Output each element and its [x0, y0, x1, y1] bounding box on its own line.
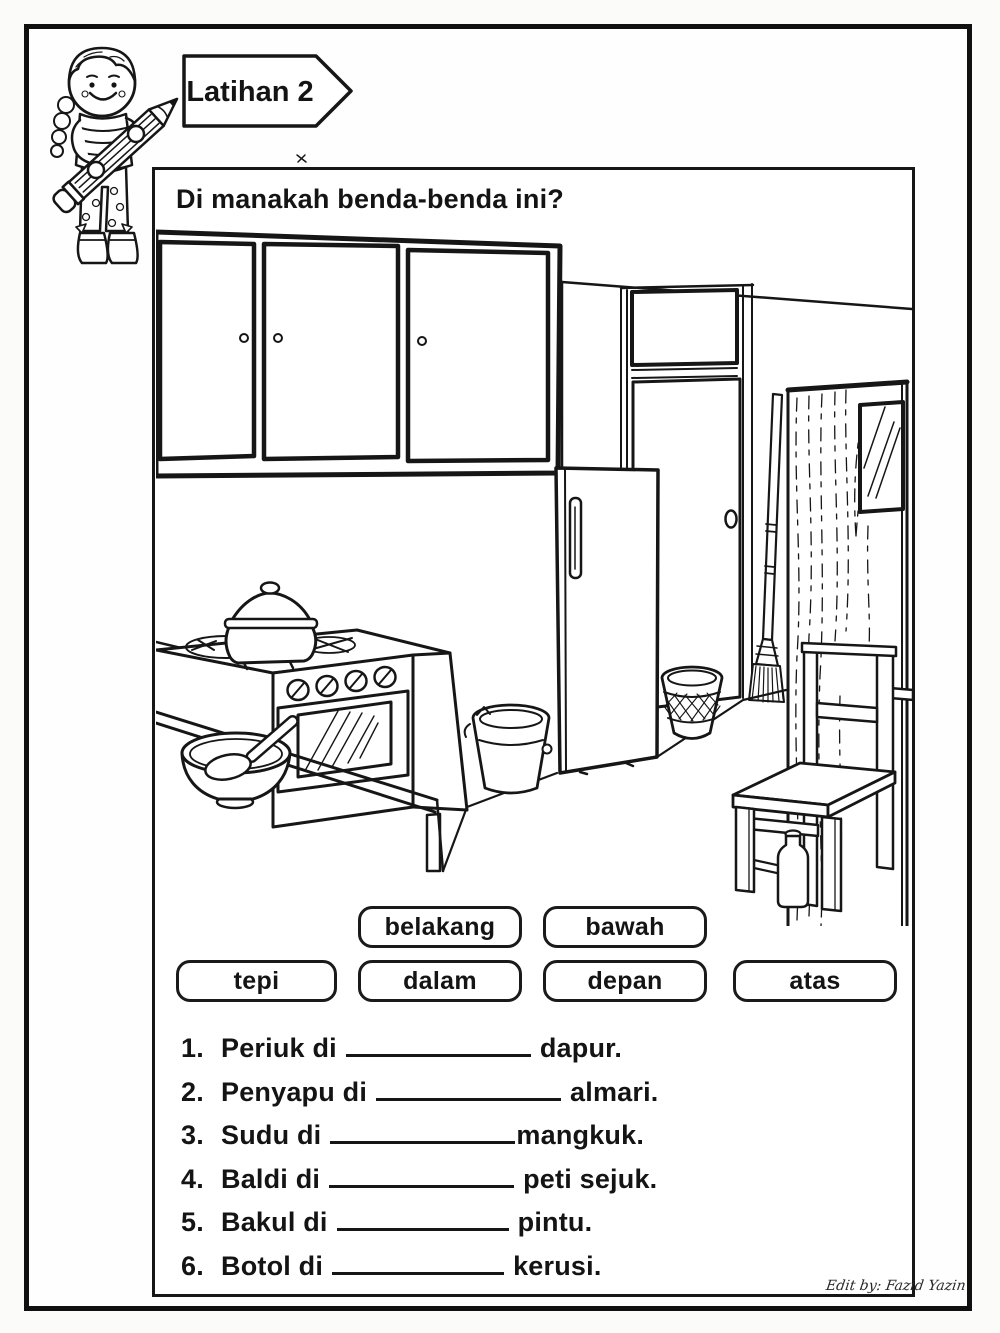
sentence-number: 6. — [181, 1250, 204, 1281]
banner-label: Latihan 2 — [186, 76, 313, 108]
bucket-drawing — [463, 703, 553, 795]
word-label: belakang — [384, 912, 496, 941]
word-label: depan — [587, 966, 663, 995]
word-label: atas — [789, 966, 841, 995]
word-card-atas[interactable]: atas — [733, 960, 897, 1002]
sentence-after: pintu. — [517, 1207, 593, 1237]
chair-drawing — [731, 641, 898, 913]
girl-braids — [50, 96, 75, 158]
sentence-after: kerusi. — [513, 1250, 602, 1281]
stove-front-drawing — [271, 651, 469, 873]
sentence-number: 2. — [181, 1076, 204, 1107]
sentence-row-1: 1. Periuk di dapur. — [181, 1030, 891, 1074]
girl-head — [67, 46, 137, 118]
sentence-list: 1. Periuk di dapur. 2. Penyapu di almari… — [181, 1030, 891, 1291]
answer-blank-5[interactable] — [336, 1204, 509, 1231]
fridge-drawing — [554, 466, 660, 776]
word-label: tepi — [233, 966, 280, 995]
sentence-row-5: 5. Bakul di pintu. — [181, 1204, 891, 1248]
sentence-before: Periuk di — [221, 1033, 337, 1063]
sentence-before: Baldi di — [221, 1163, 321, 1194]
credit-text: Edit by: Fazid Yazin — [824, 1278, 967, 1294]
word-card-tepi[interactable]: tepi — [176, 960, 337, 1002]
sentence-row-4: 4. Baldi di peti sejuk. — [181, 1161, 891, 1205]
sentence-after: dapur. — [539, 1033, 623, 1063]
kitchen-scene-drawing — [156, 229, 912, 926]
sentence-number: 1. — [181, 1033, 204, 1063]
stove-knobs — [286, 665, 397, 702]
answer-blank-2[interactable] — [376, 1074, 562, 1101]
sentence-row-2: 2. Penyapu di almari. — [181, 1074, 891, 1118]
sentence-after: peti sejuk. — [523, 1163, 658, 1194]
question-text: Di manakah benda-benda ini? — [176, 184, 564, 214]
girl-boots — [76, 231, 139, 265]
sentence-row-3: 3. Sudu di mangkuk. — [181, 1117, 891, 1161]
stray-mark — [296, 154, 307, 163]
word-card-belakang[interactable]: belakang — [358, 906, 522, 948]
sentence-before: Penyapu di — [221, 1076, 368, 1107]
girl-hands — [86, 124, 146, 180]
basket-drawing — [660, 665, 724, 740]
word-card-bawah[interactable]: bawah — [543, 906, 707, 948]
cabinet-drawing — [156, 229, 563, 479]
sentence-before: Sudu di — [221, 1120, 322, 1150]
bottle-drawing — [776, 829, 810, 909]
answer-blank-4[interactable] — [329, 1161, 515, 1188]
answer-blank-6[interactable] — [332, 1248, 505, 1275]
sentence-row-6: 6. Botol di kerusi. — [181, 1248, 891, 1292]
word-card-dalam[interactable]: dalam — [358, 960, 522, 1002]
spoon-drawing — [204, 715, 299, 781]
answer-blank-1[interactable] — [345, 1030, 531, 1057]
sentence-after: almari. — [570, 1076, 659, 1107]
exercise-banner: Latihan 2 — [182, 54, 353, 128]
sentence-number: 4. — [181, 1163, 204, 1194]
pot-drawing — [223, 581, 319, 671]
door-drawing — [619, 283, 755, 712]
word-card-depan[interactable]: depan — [543, 960, 707, 1002]
answer-blank-3[interactable] — [330, 1117, 516, 1144]
broom-drawing — [748, 392, 785, 703]
sentence-after: mangkuk. — [516, 1120, 645, 1150]
girl-with-pencil-illustration — [50, 46, 179, 265]
word-label: bawah — [585, 912, 665, 941]
sentence-number: 5. — [181, 1207, 204, 1237]
sentence-number: 3. — [181, 1120, 204, 1150]
sentence-before: Botol di — [221, 1250, 324, 1281]
banner-arrow-shape — [182, 54, 353, 128]
word-label: dalam — [403, 966, 477, 995]
sentence-before: Bakul di — [221, 1207, 328, 1237]
